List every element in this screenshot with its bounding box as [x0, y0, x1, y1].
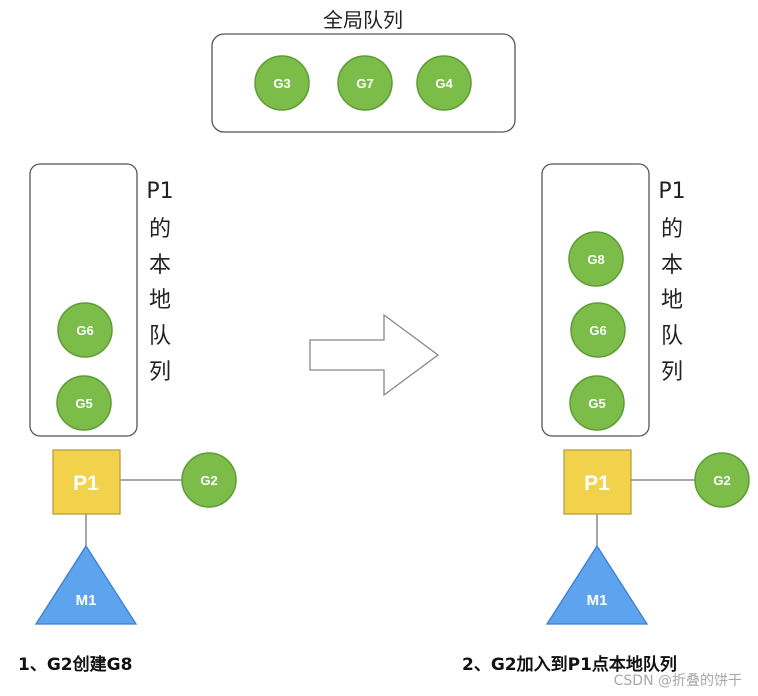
- global-queue-item: G3: [254, 55, 310, 111]
- goroutine-label: G3: [273, 76, 290, 91]
- step-caption: 2、G2加入到P1点本地队列: [462, 654, 677, 675]
- goroutine-circle: [570, 302, 626, 358]
- local-queue-label-char: 地: [661, 288, 683, 313]
- transition-arrow-icon: [309, 313, 440, 397]
- processor-square: [563, 449, 632, 515]
- running-goroutine: G2: [181, 452, 237, 508]
- local-queue-box: [541, 163, 650, 437]
- goroutine-circle: [57, 302, 113, 358]
- local-queue-item: G6: [570, 302, 626, 358]
- global-queue-item: G4: [416, 55, 472, 111]
- running-goroutine: G2: [694, 452, 750, 508]
- local-queue-item: G5: [569, 375, 625, 431]
- machine: M1: [545, 544, 649, 625]
- local-queue-label-char: 的: [149, 217, 171, 242]
- local-queue-label-char: P1: [658, 179, 685, 204]
- processor: P1: [563, 449, 632, 515]
- local-queue-label-char: 列: [661, 360, 683, 385]
- watermark: CSDN @折叠的饼干: [614, 673, 742, 689]
- local-queue-box: [29, 163, 138, 437]
- goroutine-circle: [568, 231, 624, 287]
- goroutine-circle: [337, 55, 393, 111]
- machine-label: M1: [76, 592, 97, 609]
- goroutine-label: G5: [75, 396, 92, 411]
- goroutine-circle: [254, 55, 310, 111]
- goroutine-label: G6: [76, 323, 93, 338]
- global-queue-item: G7: [337, 55, 393, 111]
- local-queue-item: G5: [56, 375, 112, 431]
- goroutine-circle: [694, 452, 750, 508]
- processor: P1: [52, 449, 121, 515]
- goroutine-label: G6: [589, 323, 606, 338]
- left-panel: P1 的 本 地 队 列 G6 G5 P1 G2: [18, 163, 237, 675]
- goroutine-label: G2: [200, 473, 217, 488]
- local-queue-label-char: 本: [661, 253, 683, 278]
- local-queue-label-char: 列: [149, 360, 171, 385]
- local-queue-item: G8: [568, 231, 624, 287]
- local-queue-label-char: 队: [149, 324, 171, 349]
- goroutine-circle: [416, 55, 472, 111]
- processor-label: P1: [584, 472, 610, 495]
- local-queue-label-char: 队: [661, 324, 683, 349]
- global-queue: 全局队列 G3 G7 G4: [211, 8, 516, 133]
- processor-label: P1: [73, 472, 99, 495]
- goroutine-circle: [56, 375, 112, 431]
- local-queue-label: P1 的 本 地 队 列: [146, 179, 173, 385]
- goroutine-circle: [569, 375, 625, 431]
- local-queue-item: G6: [57, 302, 113, 358]
- global-queue-title: 全局队列: [323, 8, 403, 32]
- right-panel: P1 的 本 地 队 列 G8 G6 G5 P1 G2: [462, 163, 750, 675]
- goroutine-label: G5: [588, 396, 605, 411]
- goroutine-label: G8: [587, 252, 604, 267]
- local-queue-label-char: 地: [149, 288, 171, 313]
- goroutine-label: G7: [356, 76, 373, 91]
- goroutine-label: G4: [435, 76, 453, 91]
- local-queue-label: P1 的 本 地 队 列: [658, 179, 685, 385]
- machine-triangle: [545, 544, 649, 625]
- goroutine-circle: [181, 452, 237, 508]
- machine-label: M1: [587, 592, 608, 609]
- local-queue-label-char: 的: [661, 217, 683, 242]
- processor-square: [52, 449, 121, 515]
- machine-triangle: [34, 544, 138, 625]
- goroutine-label: G2: [713, 473, 730, 488]
- local-queue-label-char: 本: [149, 253, 171, 278]
- step-caption: 1、G2创建G8: [18, 654, 132, 675]
- local-queue-label-char: P1: [146, 179, 173, 204]
- machine: M1: [34, 544, 138, 625]
